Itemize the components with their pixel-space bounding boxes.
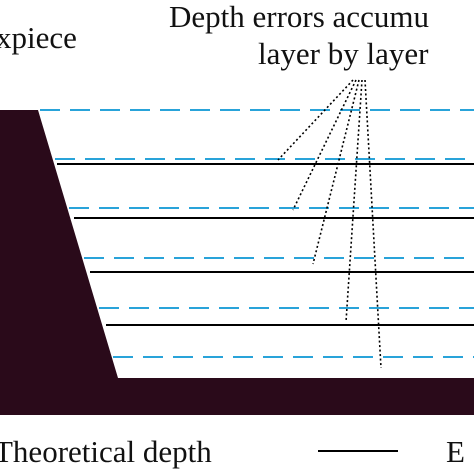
leader-line-4	[345, 79, 363, 323]
actual-depth-lines	[57, 163, 474, 326]
leader-lines	[277, 79, 382, 369]
theoretical-depth-lines	[40, 109, 474, 358]
workpiece-label: xpiece	[0, 20, 77, 55]
leader-line-3	[312, 79, 360, 265]
annotation-line-1: Depth errors accumu	[169, 0, 429, 34]
annotation-line-2: layer by layer	[258, 36, 429, 71]
leader-line-2	[292, 79, 357, 211]
workpiece-body	[0, 110, 474, 415]
leader-line-5	[364, 79, 382, 369]
legend-theoretical-label: Theoretical depth	[0, 434, 212, 469]
legend-actual-label: E	[446, 434, 465, 469]
leader-line-1	[277, 79, 354, 161]
